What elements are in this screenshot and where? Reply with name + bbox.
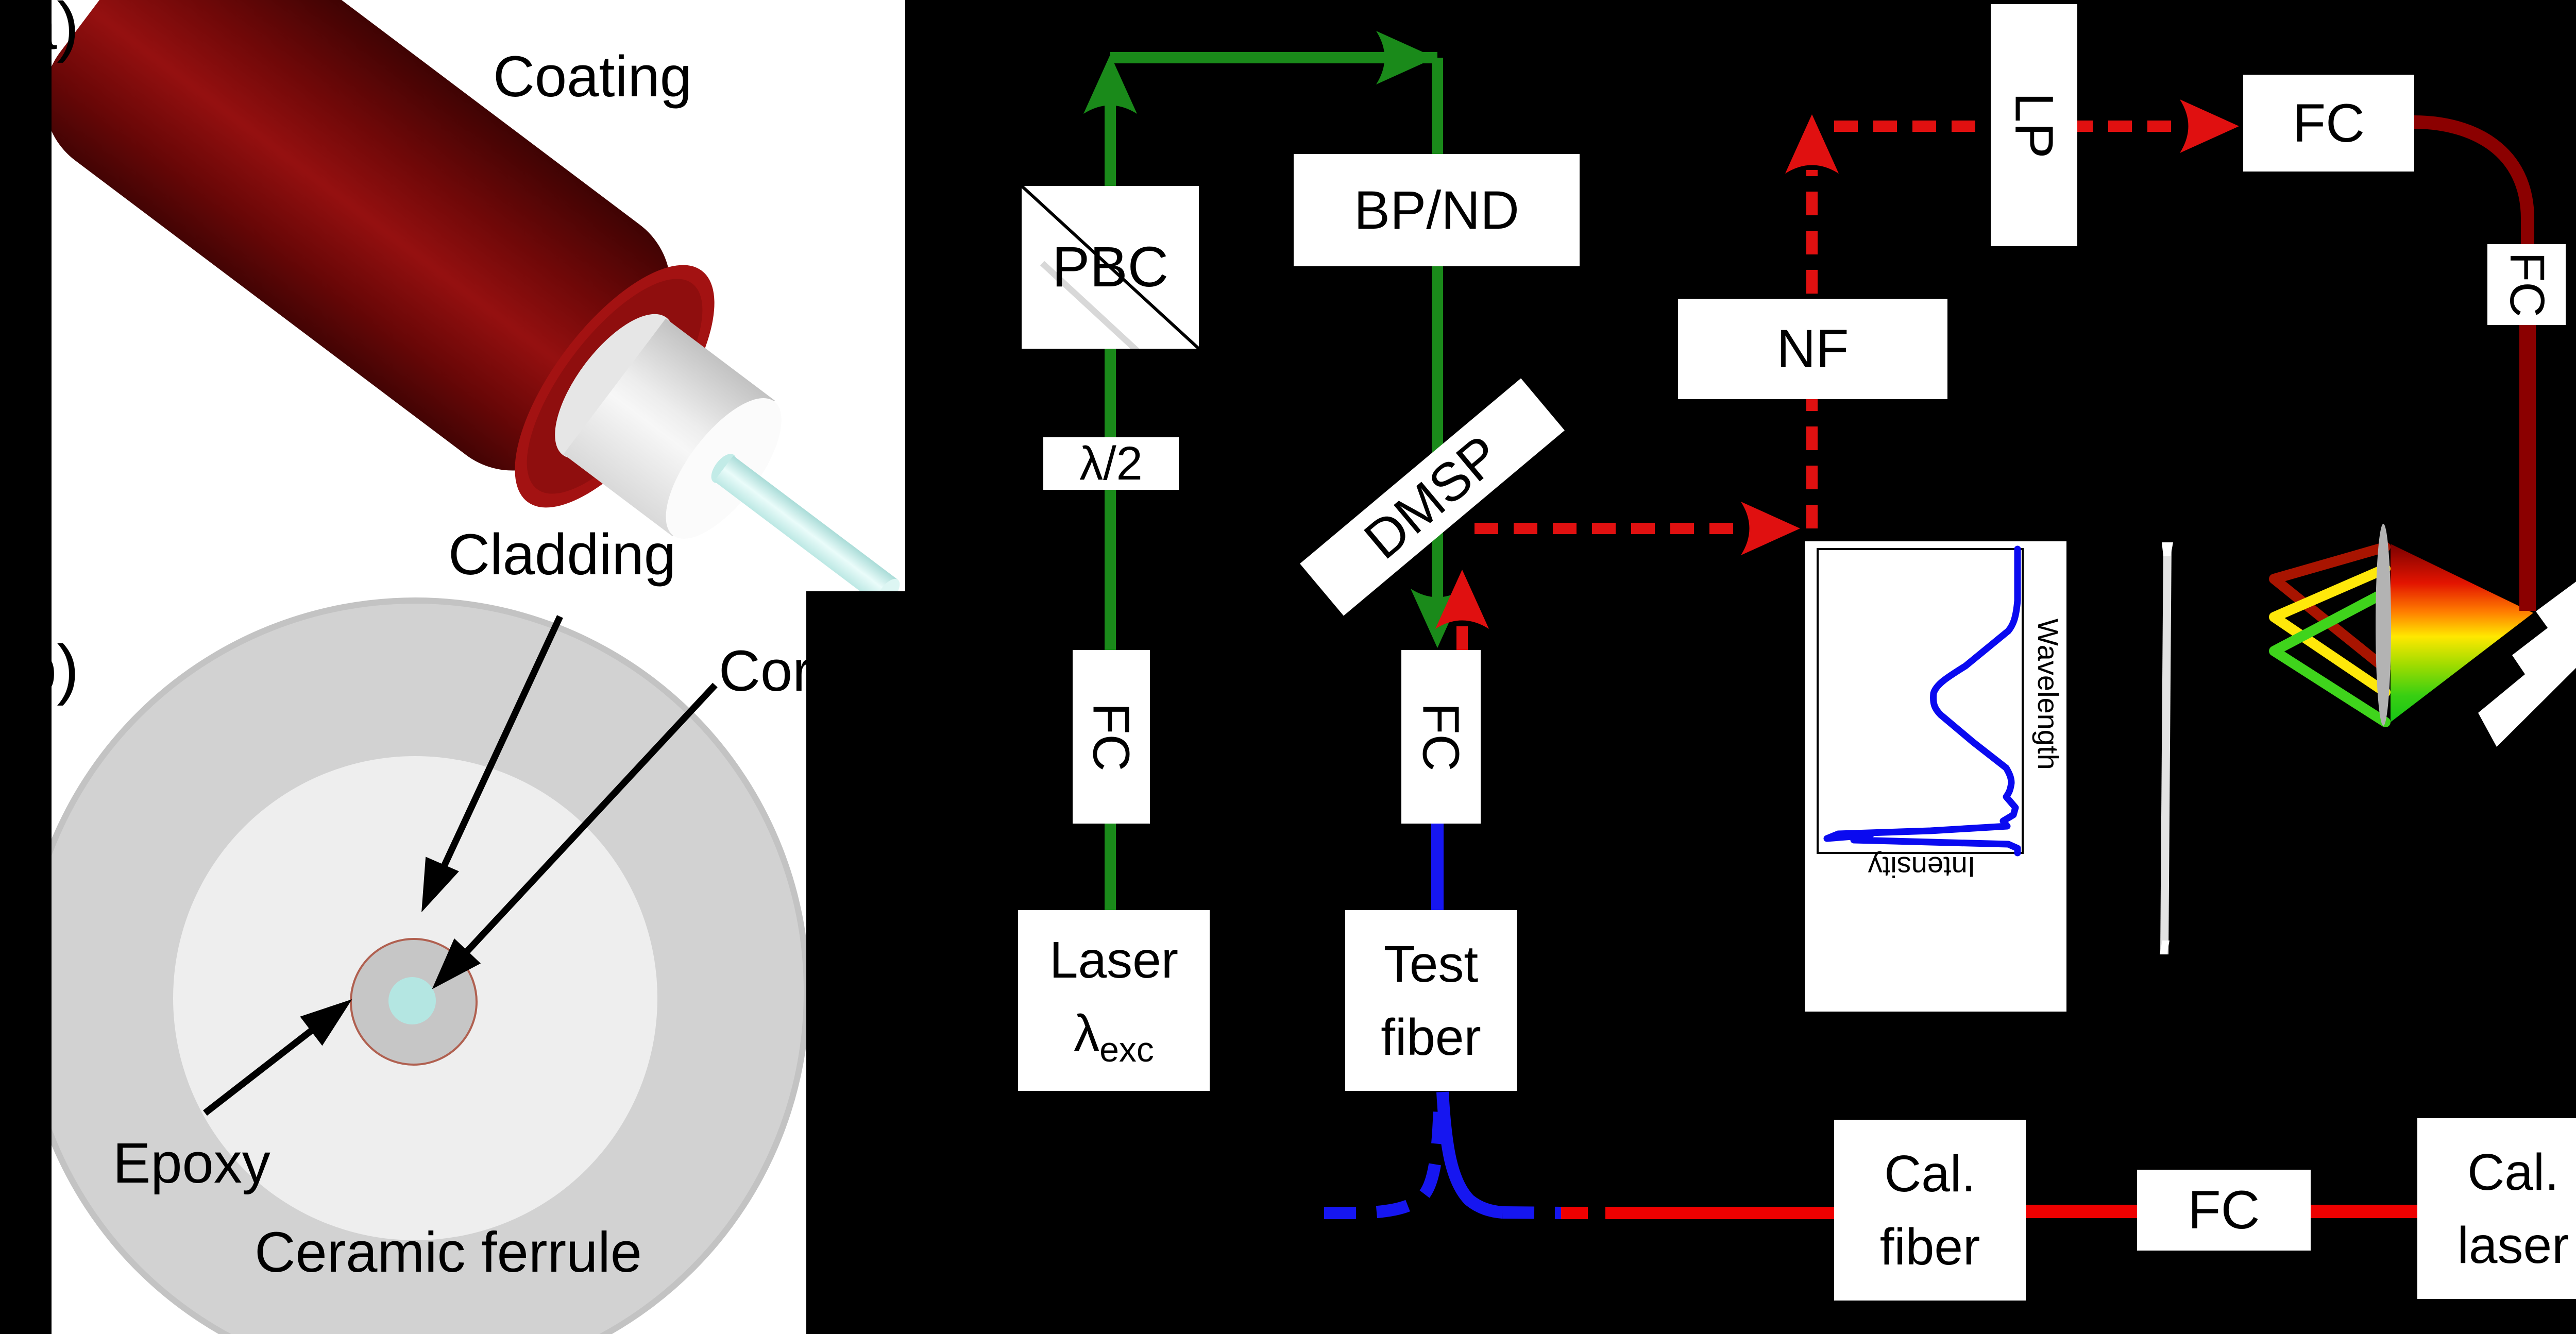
fiber-core-face (876, 578, 900, 591)
pbc-box: PBC (1022, 186, 1199, 349)
wavelength-axis-label: Wavelength (2032, 619, 2064, 770)
cal-laser-label-line2: laser (2457, 1216, 2569, 1274)
test-fiber-label-line1: Test (1383, 935, 1479, 993)
red-arrowheads (1435, 99, 2239, 629)
panel-a-label: a) (52, 0, 79, 63)
arrow-right-green-icon (1376, 31, 1435, 84)
spectrometer-graphic (2160, 325, 2576, 954)
green-ray (2269, 587, 2391, 727)
fc-cal-box: FC (2137, 1170, 2311, 1251)
panel-b-ferrule-cross-section: b) Core Epoxy Ceramic ferrule (52, 591, 806, 1334)
collection-fiber-dark-red (2414, 115, 2534, 244)
dispersed-light-cone (2391, 544, 2533, 722)
cal-fiber-label-line1: Cal. (1884, 1144, 1976, 1203)
spectrum-inset: Wavelength Intensity (1805, 541, 2066, 1012)
fc-spectrometer-label: FC (2499, 252, 2554, 317)
test-fiber-label-line2: fiber (1381, 1008, 1481, 1066)
fc-cal-label: FC (2188, 1180, 2260, 1240)
fiber-3d-render (52, 0, 900, 591)
lens (2376, 524, 2391, 726)
nf-filter-box: NF (1678, 299, 1947, 399)
fc-top-label: FC (2293, 93, 2365, 153)
test-fiber-lead-blue (1324, 824, 1562, 1219)
excitation-beam-green (1105, 52, 1443, 910)
epoxy-label: Epoxy (113, 1132, 270, 1195)
diffraction-grating (2478, 582, 2576, 747)
panel-a-fiber-3d: a) Coating Cladding (52, 0, 905, 591)
arrow-up-red-icon (1435, 570, 1489, 629)
fiber-cladding-cylinder (563, 318, 775, 537)
arrow-up-green-icon (1083, 55, 1137, 114)
arrow-right-red-icon (1741, 502, 1800, 555)
fc-laser-box: FC (1073, 650, 1150, 824)
laser-box: Laser λexc (1018, 910, 1210, 1091)
spectrum-frame (1817, 548, 2024, 854)
arrow-up-red2-icon (1785, 114, 1839, 174)
cladding-arrowhead (421, 857, 459, 913)
core-label: Core (719, 639, 806, 703)
lp-filter-box: LP (1991, 4, 2077, 246)
spectrum-plot (1817, 545, 2024, 857)
spectrum-curve (1823, 545, 2021, 857)
pbc-diagonal (1022, 186, 1199, 349)
fiber-coating-cylinder (52, 0, 671, 471)
cal-fiber-box: Cal. fiber (1834, 1120, 2026, 1301)
cal-laser-label-line1: Cal. (2467, 1143, 2559, 1201)
test-fiber-box: Test fiber (1345, 910, 1517, 1091)
lp-label: LP (2004, 92, 2064, 159)
epoxy-arrowhead (300, 999, 352, 1046)
focused-color-rays (2269, 542, 2391, 727)
fiber-core-rod (714, 455, 898, 591)
half-wave-plate-box: λ/2 (1043, 437, 1179, 490)
red-ray (2269, 542, 2391, 674)
cal-laser-box: Cal. laser (2417, 1118, 2576, 1299)
detector-slit-bar (2160, 542, 2172, 954)
coating-label: Coating (493, 44, 692, 109)
half-wave-plate-label: λ/2 (1079, 437, 1143, 490)
fc-test-label: FC (1412, 702, 1470, 772)
ferrule-cross-section-drawing (52, 597, 806, 1334)
panel-b-label: b) (52, 631, 79, 706)
laser-label-line2: λexc (1074, 1004, 1154, 1069)
nf-label: NF (1776, 319, 1849, 379)
fc-top-box: FC (2243, 75, 2414, 172)
cladding-label: Cladding (448, 522, 676, 587)
fc-test-box: FC (1401, 650, 1481, 824)
ceramic-ferrule-label: Ceramic ferrule (255, 1221, 642, 1284)
core-circle (388, 977, 436, 1024)
cal-fiber-label-line2: fiber (1879, 1218, 1980, 1276)
bp-nd-label: BP/ND (1354, 180, 1519, 241)
annotation-arrows (203, 615, 718, 1116)
fc-spectrometer-box: FC (2487, 244, 2566, 325)
calibration-fiber-red (1561, 1205, 2417, 1219)
laser-label-line1: Laser (1049, 931, 1179, 989)
bp-nd-filter-box: BP/ND (1294, 154, 1580, 266)
arrow-right-red2-icon (2180, 99, 2239, 153)
pbc-label: PBC (1052, 235, 1169, 299)
fc-laser-label: FC (1082, 702, 1140, 772)
core-arrowhead (432, 938, 481, 989)
yellow-ray (2269, 563, 2391, 697)
intensity-axis-label: Intensity (1868, 851, 1976, 883)
